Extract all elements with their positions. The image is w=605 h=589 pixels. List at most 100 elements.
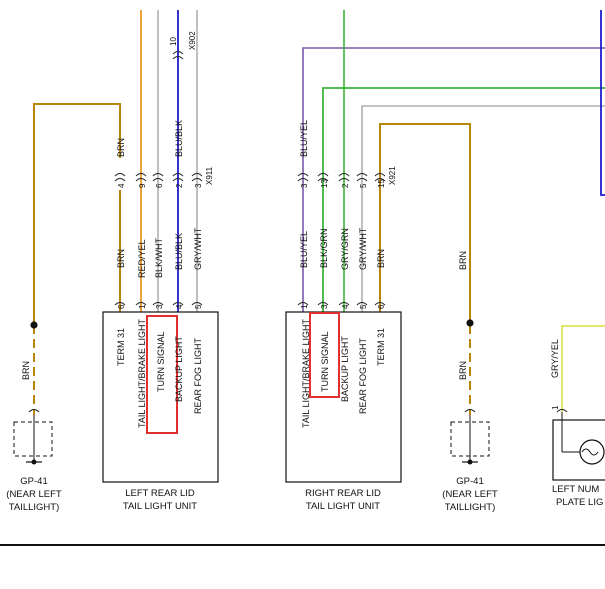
plate-light-caption-2: PLATE LIG	[556, 497, 603, 508]
connector-mark-x911-4	[172, 173, 184, 182]
wire-gry-yel	[561, 325, 605, 412]
x921-lower-wire-5: BRN	[376, 249, 386, 268]
ground-right-note-1: (NEAR LEFT	[442, 489, 498, 500]
connector-mark-x911-5	[191, 173, 203, 182]
x911-pin-4: 2	[175, 183, 184, 188]
pin-mark-right-1	[297, 302, 309, 306]
connector-marks	[28, 51, 568, 413]
right-unit-function-5: TERM 31	[376, 328, 386, 366]
x911-lower-wire-1: BRN	[116, 249, 126, 268]
x921-pin-2: 13	[320, 179, 329, 188]
pin-mark-left-3	[152, 302, 164, 306]
x911-lower-wire-4: BLU/BLK	[174, 233, 184, 270]
plate-light-box	[552, 419, 605, 481]
plate-light-pin: 1	[551, 405, 560, 410]
connector-mark-x911-3	[152, 173, 164, 182]
ground-right	[450, 415, 490, 465]
ground-left-note-1: (NEAR LEFT	[6, 489, 62, 500]
pin-mark-right-3	[338, 302, 350, 306]
left-unit-function-4: BACKUP LIGHT	[174, 336, 184, 402]
connector-mark-ground-right	[464, 409, 476, 413]
connector-mark-ground-left	[28, 409, 40, 413]
right-unit-pin-3: 4	[341, 304, 350, 309]
turn-signal-highlight-left	[146, 315, 178, 434]
x921-id-label: X921	[388, 166, 397, 185]
x911-pin-5: 3	[194, 183, 203, 188]
plate-light-caption-1: LEFT NUM	[552, 484, 599, 495]
x911-upper-wire-2: BLU/BLK	[174, 120, 184, 157]
pin-mark-right-5	[374, 302, 386, 306]
x911-lower-wire-2: RED/YEL	[137, 239, 147, 278]
right-wire-group	[302, 10, 605, 415]
x902-pin-label: 10	[169, 37, 178, 46]
connector-mark-x921-4	[356, 173, 368, 182]
ground-right-wire-upper: BRN	[458, 251, 468, 270]
x921-pin-5: 15	[377, 179, 386, 188]
right-unit-function-4: REAR FOG LIGHT	[358, 337, 368, 414]
x921-lower-wire-4: GRY/WHT	[358, 227, 368, 270]
left-tail-light-unit-box	[102, 311, 219, 483]
x911-pin-1: 4	[117, 183, 126, 188]
right-unit-caption-1: RIGHT REAR LID	[305, 488, 381, 499]
junction-dot-left	[30, 321, 38, 329]
left-unit-function-3: TURN SIGNAL	[156, 331, 166, 392]
right-unit-function-2: TURN SIGNAL	[320, 331, 330, 392]
bulb-icon	[579, 439, 605, 465]
junction-dot-right	[466, 319, 474, 327]
x921-lower-wire-1: BLU/YEL	[299, 231, 309, 268]
left-unit-pin-4: 4	[175, 304, 184, 309]
ground-left-wire-label: BRN	[21, 361, 31, 380]
ground-left	[13, 415, 53, 465]
pin-mark-left-1	[114, 302, 126, 306]
x921-lower-wire-2: BLK/GRN	[319, 228, 329, 268]
x911-lower-wire-5: GRY/WHT	[193, 227, 203, 270]
ground-right-wire-lower: BRN	[458, 361, 468, 380]
pin-mark-left-4	[172, 302, 184, 306]
x911-id-label: X911	[205, 166, 214, 185]
x921-lower-wire-3: GRY/GRN	[340, 228, 350, 270]
ground-left-note-2: TAILLIGHT)	[9, 502, 60, 513]
wire-blk-grn	[322, 87, 605, 312]
connector-mark-x921-2	[317, 173, 329, 182]
ground-left-dot	[31, 459, 37, 465]
x911-pin-2: 9	[138, 183, 147, 188]
wire-brn-ground-branch	[33, 103, 121, 325]
connector-mark-x921-1	[297, 173, 309, 182]
left-wire-group	[30, 10, 198, 415]
connector-mark-x921-3	[338, 173, 350, 182]
x921-upper-wire-1: BLU/YEL	[299, 120, 309, 157]
right-tail-light-unit-box	[285, 311, 402, 483]
right-unit-pin-2: 3	[320, 304, 329, 309]
connector-mark-x921-5	[374, 173, 386, 182]
x911-pin-3: 6	[155, 183, 164, 188]
wire-gry-wht-right	[361, 105, 605, 312]
connector-mark-x902	[172, 51, 184, 60]
right-unit-function-1: TAIL LIGHT/BRAKE LIGHT	[301, 318, 311, 428]
wire-blu-yel	[302, 47, 605, 312]
right-unit-pin-5: 6	[377, 304, 386, 309]
left-unit-function-1: TERM 31	[116, 328, 126, 366]
left-unit-caption-1: LEFT REAR LID	[125, 488, 195, 499]
x911-upper-wire-1: BRN	[116, 138, 126, 157]
x902-id-label: X902	[188, 31, 197, 50]
left-unit-pin-5: 5	[194, 304, 203, 309]
right-unit-caption-2: TAIL LIGHT UNIT	[306, 501, 380, 512]
right-unit-function-3: BACKUP LIGHT	[340, 336, 350, 402]
turn-signal-highlight-right	[309, 312, 340, 398]
ground-right-id: GP-41	[456, 476, 483, 487]
wire-brn-right	[379, 123, 471, 325]
left-unit-caption-2: TAIL LIGHT UNIT	[123, 501, 197, 512]
ground-left-box	[13, 421, 53, 457]
pin-mark-right-2	[317, 302, 329, 306]
left-unit-pin-1: 6	[117, 304, 126, 309]
right-unit-pin-1: 1	[300, 304, 309, 309]
connector-mark-x911-2	[135, 173, 147, 182]
ground-left-id: GP-41	[20, 476, 47, 487]
left-unit-pin-3: 3	[155, 304, 164, 309]
plate-light-component	[552, 412, 605, 481]
wire-blue-far-right	[600, 10, 605, 196]
x911-lower-wire-3: BLK/WHT	[154, 237, 164, 278]
ground-right-dot	[467, 459, 473, 465]
pin-mark-left-2	[135, 302, 147, 306]
